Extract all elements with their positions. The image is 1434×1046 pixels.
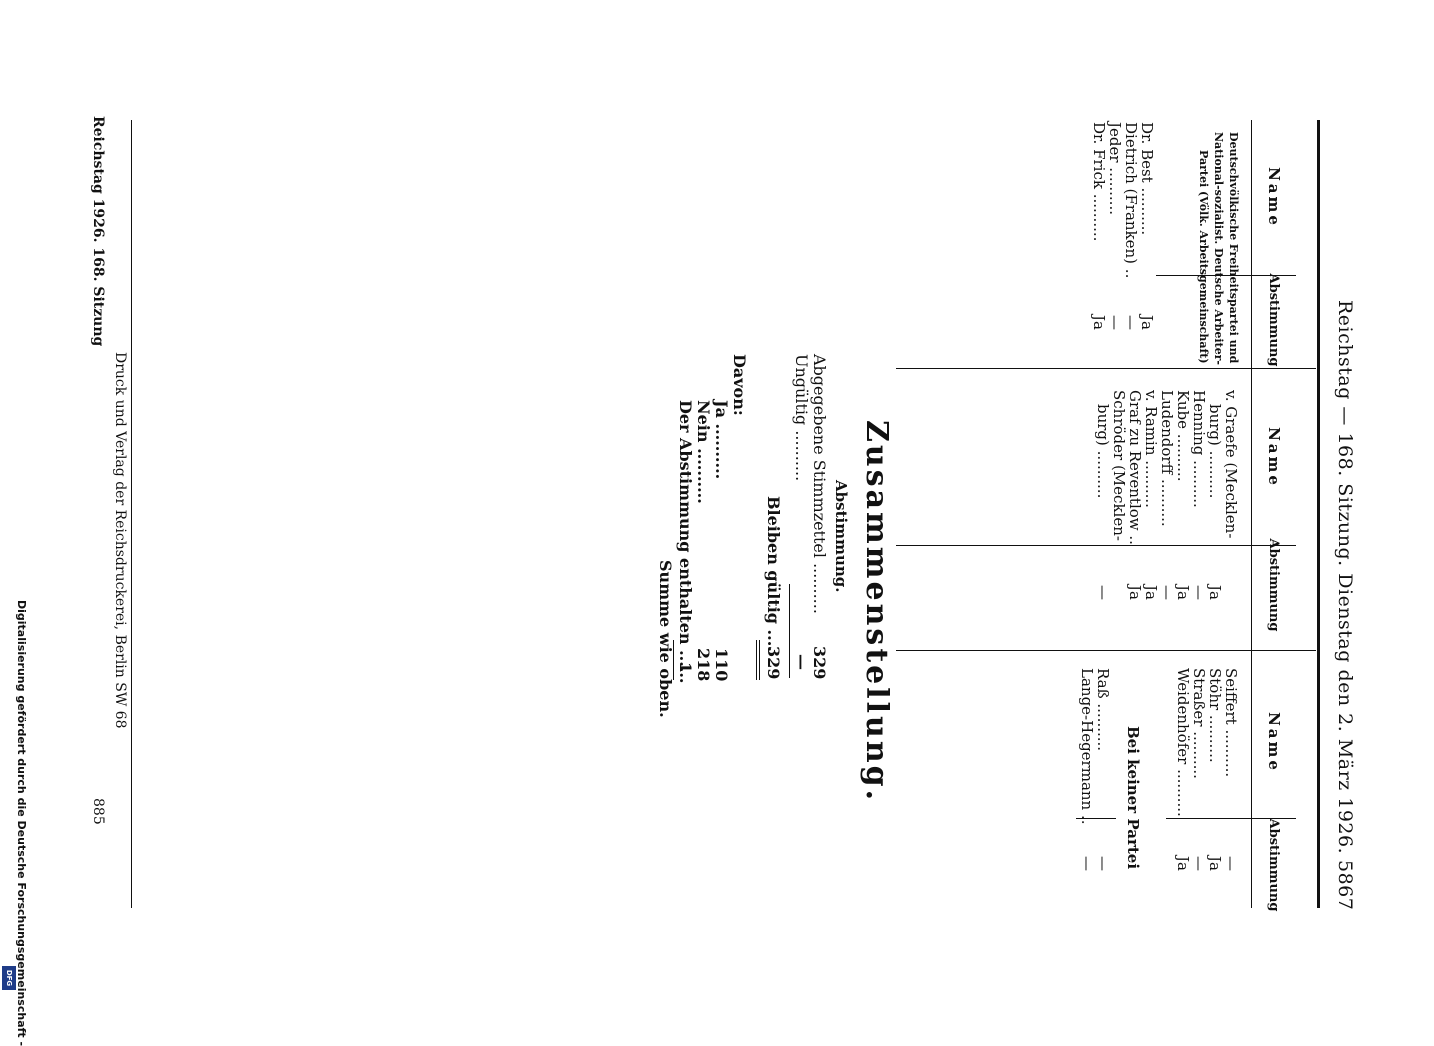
col2-row-name: burg) .......... (1206, 404, 1224, 499)
summary-line-value: — (792, 654, 811, 670)
footer-page-number: 885 (90, 798, 106, 825)
col3-row-name: Lange-Hegermann .. (1078, 668, 1096, 825)
col3-row-name: Raß .......... (1094, 668, 1112, 752)
col2-vote-header: Abstimmung (1266, 538, 1282, 632)
col1-row-vote: Ja (1090, 315, 1108, 330)
col1-row-vote: — (1122, 315, 1140, 330)
col3-row-vote: Ja (1174, 856, 1192, 871)
col2-row-vote: Ja (1142, 585, 1160, 600)
summary-line-value: 110 (712, 648, 731, 682)
col3-divider (1166, 818, 1296, 819)
col1-row-name: Jeder .......... (1106, 122, 1124, 215)
col2-row-name: v. Graefe (Mecklen- (1222, 390, 1240, 539)
col1-row-vote: — (1106, 315, 1124, 330)
summary-line-value: 218 (694, 648, 713, 682)
col2-row-vote: — (1158, 585, 1176, 600)
col3-row-name: Seiffert .......... (1222, 668, 1240, 778)
col2-row-name: Ludendorff .......... (1158, 390, 1176, 527)
col3-name-header: Name (1265, 712, 1283, 773)
col3-row-vote: — (1078, 856, 1096, 871)
summary-underline (789, 584, 790, 678)
footer-left: Reichstag 1926. 168. Sitzung (90, 116, 106, 347)
sidebar-credit: Digitalisierung gefördert durch die Deut… (0, 600, 28, 1046)
col2-row-vote: Ja (1206, 585, 1224, 600)
col2-row-vote: Ja (1174, 585, 1192, 600)
summary-double-underline (759, 640, 760, 680)
col1-end-rule (896, 368, 1316, 369)
col1-group-line: National-sozialist. Deutsche Arbeiter- (1212, 132, 1225, 365)
col3-row-name: Weidenhöfer .......... (1174, 668, 1192, 817)
summary-line-label: Nein .......... (694, 400, 713, 504)
col1-row-name: Dr. Frick .......... (1090, 122, 1108, 242)
col1-name-header: Name (1265, 167, 1283, 228)
summary-line-label: Davon: (730, 354, 749, 416)
summary-double-underline (756, 640, 757, 680)
col2-divider (896, 545, 1296, 546)
col1-row-vote: Ja (1138, 315, 1156, 330)
col3-row-vote: — (1094, 856, 1112, 871)
col3-row-vote: — (1222, 856, 1240, 871)
summary-line-label: Abgegebene Stimmzettel .......... (810, 354, 829, 614)
col3-row-vote: — (1190, 856, 1208, 871)
summary-line-label: Ungültig .......... (792, 354, 811, 482)
col2-row-name: Schröder (Mecklen- (1110, 390, 1128, 541)
col3-row-name: Stöhr .......... (1206, 668, 1224, 763)
col3-vote-header: Abstimmung (1266, 818, 1282, 912)
col1-row-name: Dietrich (Franken) .. (1122, 122, 1140, 279)
rotated-page: Reichstag — 168. Sitzung. Dienstag den 2… (90, 116, 1356, 912)
col3-subheading: Bei keiner Partei (1124, 726, 1142, 870)
col3-bottom-divider (1076, 818, 1116, 819)
col2-row-vote: — (1190, 585, 1208, 600)
page-header-title: Reichstag — 168. Sitzung. Dienstag den 2… (1334, 300, 1356, 855)
summary-line-label: Bleiben gültig .... (764, 496, 783, 652)
col2-row-name: v. Ramin .......... (1142, 390, 1160, 508)
col2-row-name: Henning .......... (1190, 390, 1208, 508)
col1-vote-header: Abstimmung (1266, 273, 1282, 367)
col1-row-name: Dr. Best .......... (1138, 122, 1156, 236)
sidebar-credit-text: Digitalisierung gefördert durch die Deut… (15, 600, 28, 1046)
summary-title: Zusammenstellung. (859, 420, 894, 804)
footer-top-rule (131, 120, 132, 908)
footer-imprint: Druck und Verlag der Reichsdruckerei, Be… (112, 352, 128, 729)
col2-name-header: Name (1265, 427, 1283, 488)
col1-group-line: Deutschvölkische Freiheitspartei und (1227, 132, 1240, 364)
col2-row-vote: — (1094, 585, 1112, 600)
col2-row-vote: Ja (1126, 585, 1144, 600)
col1-divider (1156, 275, 1296, 276)
summary-line-value: 329 (764, 646, 783, 680)
dfg-logo[interactable]: DFG (2, 966, 16, 990)
summary-line-label: Ja .......... (712, 400, 731, 480)
col3-row-vote: Ja (1206, 856, 1224, 871)
col3-row-name: Straßer .......... (1190, 668, 1208, 779)
dfg-logo-text: DFG (5, 969, 13, 987)
page-number: 5867 (1334, 860, 1356, 911)
summary-line-value: 1 (676, 662, 695, 674)
col2-end-rule (896, 650, 1316, 651)
summary-line-label: Summe wie oben. (656, 560, 675, 718)
summary-line-label: Der Abstimmung enthalten ...... (676, 400, 695, 684)
summary-line-value: 329 (810, 646, 829, 680)
col2-row-name: burg) .......... (1094, 404, 1112, 499)
col2-row-name: Kube .......... (1174, 390, 1192, 482)
col1-group-line: Partei (Völk. Arbeitsgemeinschaft) (1197, 150, 1210, 364)
summary-subtitle: Abstimmung. (832, 480, 850, 593)
table-top-rule (1317, 120, 1320, 908)
col2-row-name: Graf zu Reventlow .. (1126, 390, 1144, 545)
